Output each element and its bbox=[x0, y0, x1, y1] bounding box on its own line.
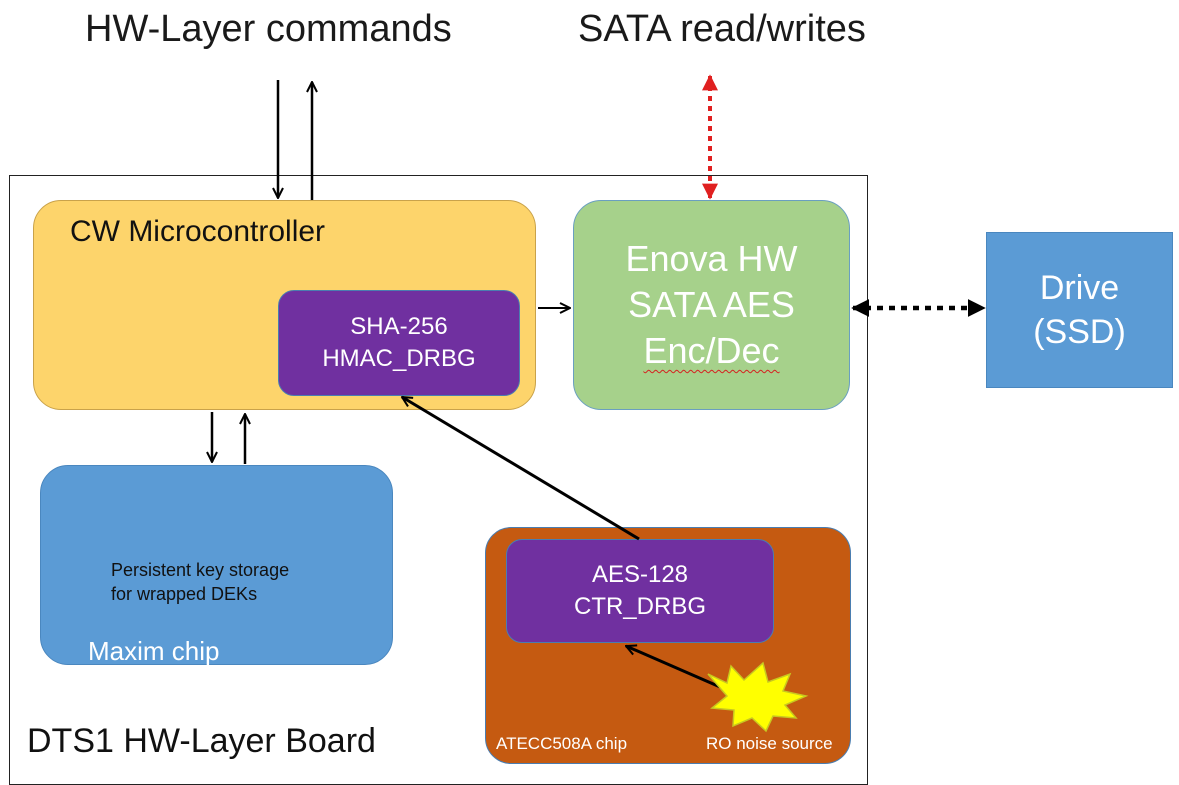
hw-commands-heading: HW-Layer commands bbox=[85, 8, 452, 50]
maxim-label: Maxim chip bbox=[88, 636, 220, 666]
maxim-chip-block: Persistent key storage for wrapped DEKs … bbox=[40, 465, 393, 666]
enova-line1: Enova HW bbox=[625, 238, 798, 279]
maxim-description: Persistent key storage for wrapped DEKs bbox=[111, 558, 289, 606]
enova-line3: Enc/Dec bbox=[643, 330, 780, 371]
sha-line1: SHA-256 bbox=[350, 313, 448, 340]
sha256-hmac-drbg-block: SHA-256 HMAC_DRBG bbox=[278, 290, 520, 396]
noise-burst-icon bbox=[707, 661, 809, 733]
aes-to-sha-arrow bbox=[402, 395, 640, 541]
aes128-ctr-drbg-block: AES-128 CTR_DRBG bbox=[506, 539, 774, 643]
enova-sata-aes-block: Enova HW SATA AES Enc/Dec bbox=[573, 200, 850, 410]
sata-rw-heading: SATA read/writes bbox=[578, 8, 866, 50]
ro-noise-label: RO noise source bbox=[706, 734, 833, 753]
aes-line2: CTR_DRBG bbox=[573, 593, 706, 620]
maxim-desc-line2: for wrapped DEKs bbox=[111, 584, 258, 604]
atecc-label: ATECC508A chip bbox=[496, 734, 628, 753]
enova-line2: SATA AES bbox=[628, 284, 795, 325]
drive-line2: (SSD) bbox=[1033, 313, 1126, 351]
maxim-desc-line1: Persistent key storage bbox=[111, 560, 290, 580]
board-label: DTS1 HW-Layer Board bbox=[27, 722, 376, 760]
drive-line1: Drive bbox=[1039, 269, 1120, 307]
aes-line1: AES-128 bbox=[591, 561, 689, 588]
cw-title: CW Microcontroller bbox=[70, 215, 326, 248]
noise-to-aes-arrow bbox=[626, 646, 728, 692]
drive-ssd-block: Drive (SSD) bbox=[986, 232, 1173, 388]
sha-line2: HMAC_DRBG bbox=[322, 345, 476, 372]
